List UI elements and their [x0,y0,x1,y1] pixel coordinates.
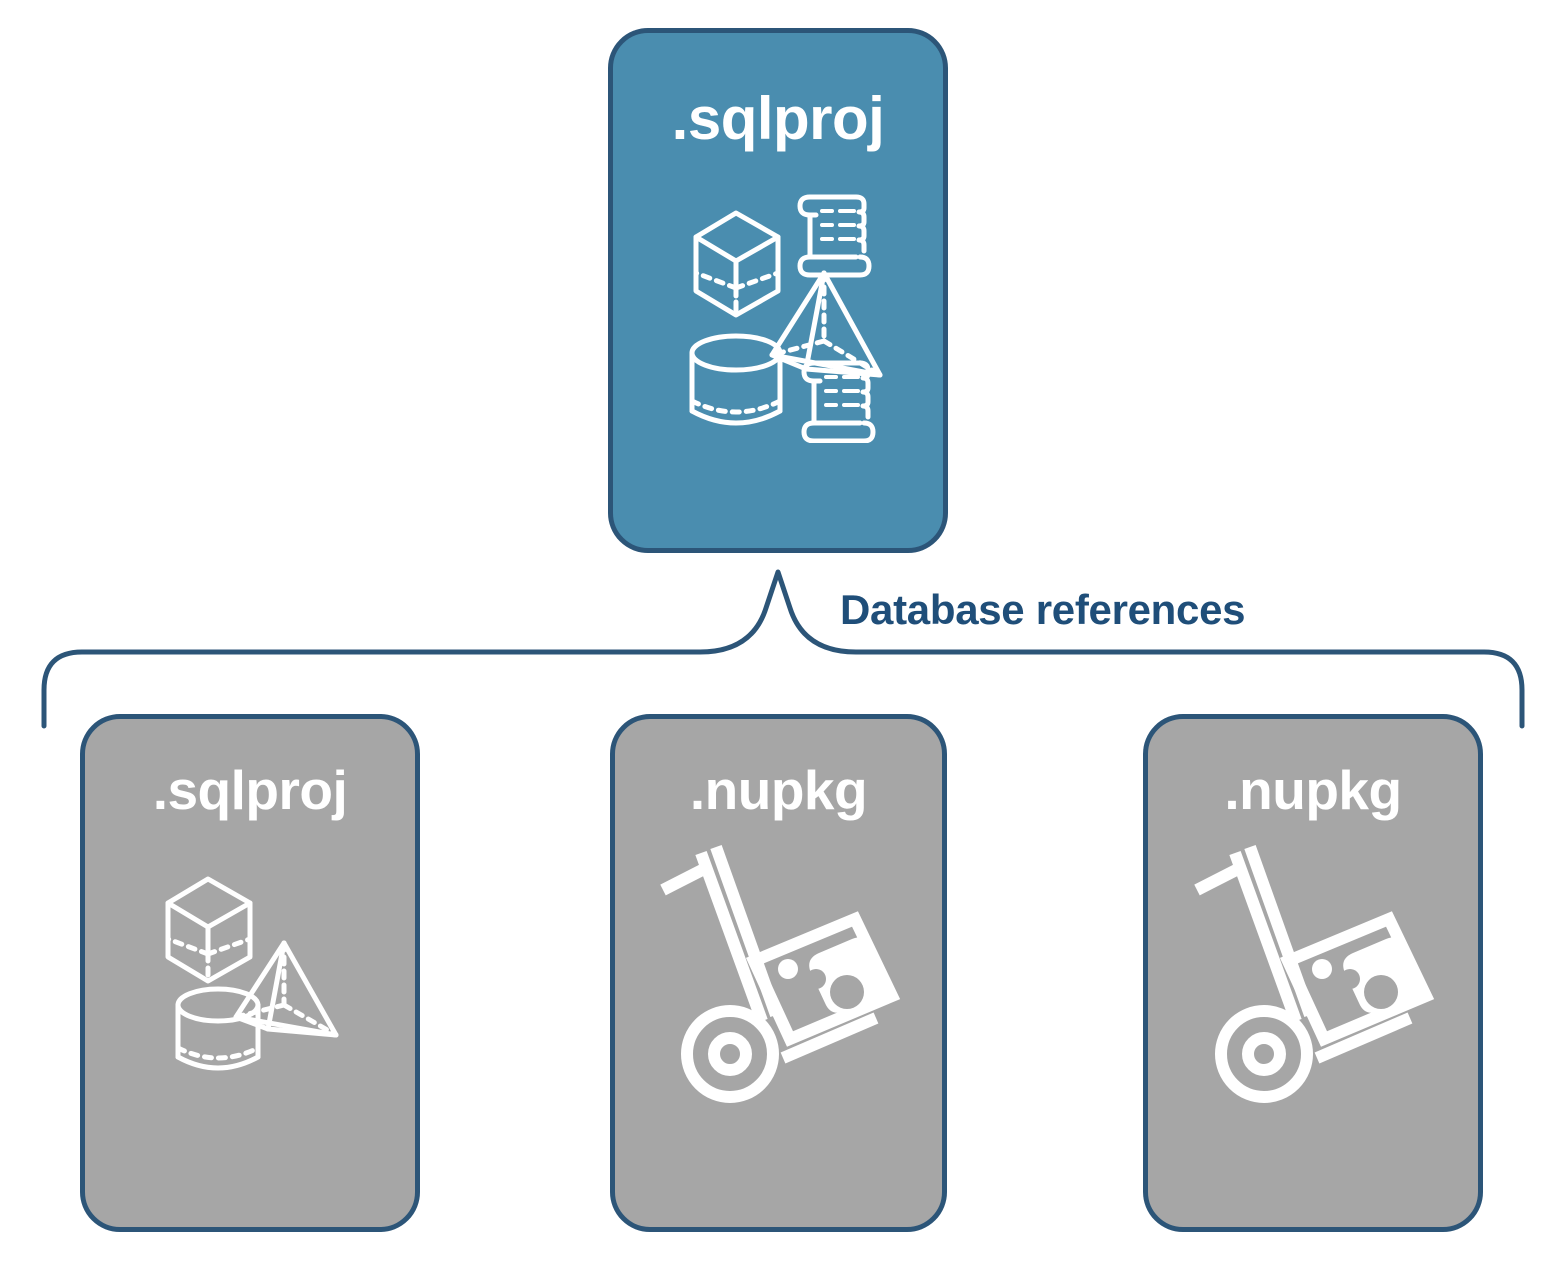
nuget-handtruck-icon [659,844,900,1103]
card-sqlproj-root[interactable]: .sqlproj [608,28,948,553]
nuget-mark-holes [1340,969,1398,1009]
scroll-icon [797,194,872,278]
scroll-icon [801,360,876,443]
cube-icon [693,210,781,318]
pyramid-icon [233,940,339,1038]
card-icon-group [613,183,943,443]
connector-label: Database references [840,586,1246,633]
card-icon-group [615,839,942,1109]
card-nupkg-1[interactable]: .nupkg [610,714,947,1232]
card-title: .sqlproj [152,759,348,821]
card-title: .nupkg [689,759,868,821]
card-icon-group [85,859,415,1089]
nuget-mark [1312,937,1422,1013]
cube-icon [165,876,253,984]
label-backdrop [826,586,1326,642]
cylinder-icon [689,333,783,426]
nuget-mark-holes [805,969,864,1009]
nuget-handtruck-icon [1194,844,1435,1103]
cylinder-icon [175,986,261,1071]
card-title: .nupkg [1224,759,1402,821]
pyramid-icon [769,270,883,378]
card-title: .sqlproj [671,85,885,152]
nuget-mark [777,937,888,1013]
card-nupkg-2[interactable]: .nupkg [1143,714,1483,1232]
card-icon-group [1148,839,1478,1109]
card-sqlproj-reference[interactable]: .sqlproj [80,714,420,1232]
